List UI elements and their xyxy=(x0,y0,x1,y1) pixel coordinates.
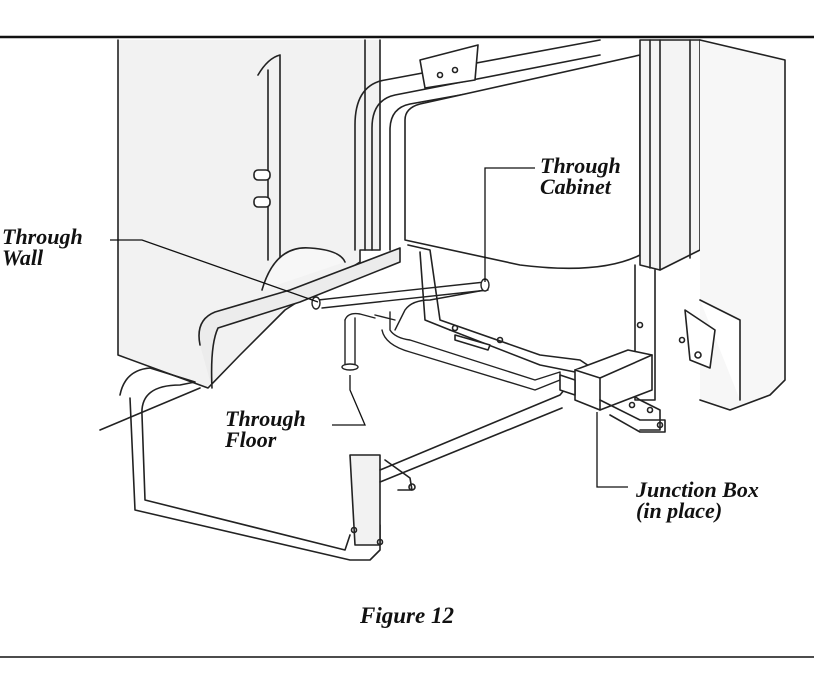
right-side-panel xyxy=(639,39,701,271)
leader-through-floor xyxy=(332,375,366,426)
floor-line xyxy=(99,387,201,431)
left-frame-rail xyxy=(119,367,351,551)
panel-rolled-edge xyxy=(198,247,401,389)
junction-box xyxy=(559,349,653,411)
cabinet-body xyxy=(404,54,641,270)
figure-caption: Figure 12 xyxy=(360,603,454,628)
leader-junction-box xyxy=(596,412,628,488)
top-hinge-bracket xyxy=(419,44,479,89)
label-through-floor: Through Floor xyxy=(225,406,306,452)
leader-through-cabinet xyxy=(484,167,535,282)
left-side-panel xyxy=(117,39,381,389)
conduit-pipes xyxy=(311,278,561,391)
cabinet-frame xyxy=(354,39,601,251)
right-frame-rail xyxy=(407,244,661,431)
panel-edge-strip xyxy=(257,54,281,261)
label-through-wall: Through Wall xyxy=(2,224,83,270)
label-junction-box: Junction Box (in place) xyxy=(636,477,759,523)
label-through-cabinet: Through Cabinet xyxy=(540,153,621,199)
leader-through-wall xyxy=(110,239,319,303)
foot-bracket xyxy=(349,454,381,546)
panel-studs xyxy=(253,169,271,208)
